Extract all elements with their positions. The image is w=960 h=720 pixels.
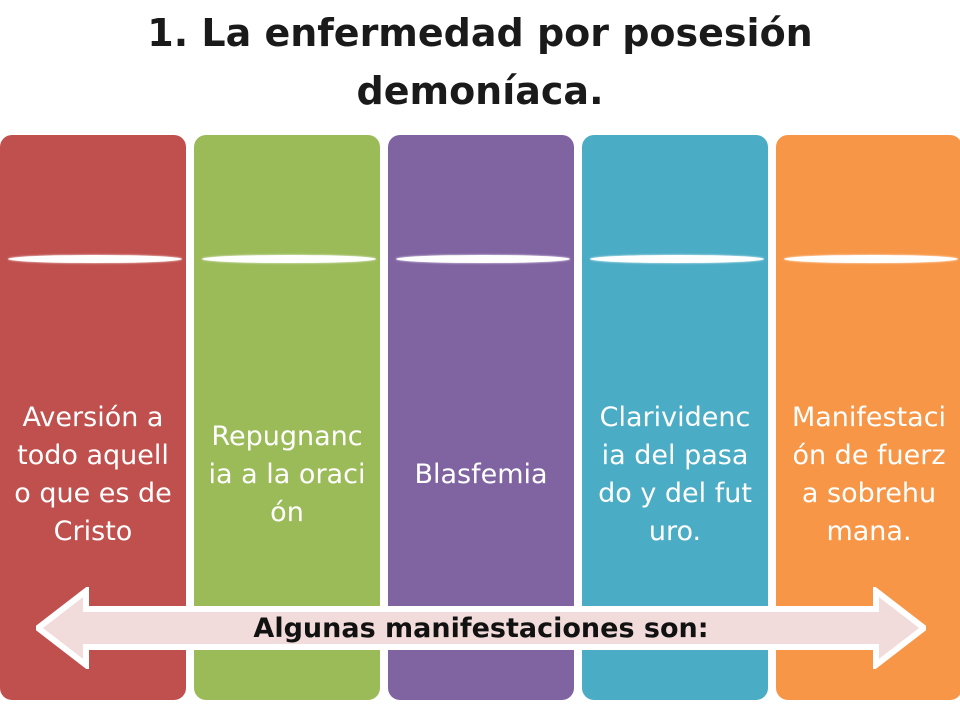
column-divider [590, 255, 764, 263]
column-aversion: Aversión a todo aquello que es de Cristo [0, 135, 186, 700]
double-arrow: Algunas manifestaciones son: [33, 584, 929, 672]
column-text: Blasfemia [414, 459, 548, 490]
column-divider [8, 255, 182, 263]
column-clarividencia: Clarividencia del pasado y del futuro. [582, 135, 768, 700]
column-text: Manifestación de fuerza sobrehumana. [791, 402, 947, 547]
column-text: Repugnancia a la oración [208, 421, 366, 528]
title-line-1: 1. La enfermedad por posesión [147, 11, 813, 55]
double-arrow-shape [33, 584, 929, 672]
column-divider [784, 255, 958, 263]
column-fuerza: Manifestación de fuerza sobrehumana. [776, 135, 960, 700]
column-divider [396, 255, 570, 263]
column-repugnancia: Repugnancia a la oración [194, 135, 380, 700]
arrow-label: Algunas manifestaciones son: [253, 612, 709, 644]
slide-title: 1. La enfermedad por posesión demoníaca. [0, 4, 960, 120]
column-blasfemia: Blasfemia [388, 135, 574, 700]
column-divider [202, 255, 376, 263]
column-text: Aversión a todo aquello que es de Cristo [14, 402, 172, 547]
column-text: Clarividencia del pasado y del futuro. [598, 402, 752, 547]
title-line-2: demoníaca. [356, 69, 604, 113]
